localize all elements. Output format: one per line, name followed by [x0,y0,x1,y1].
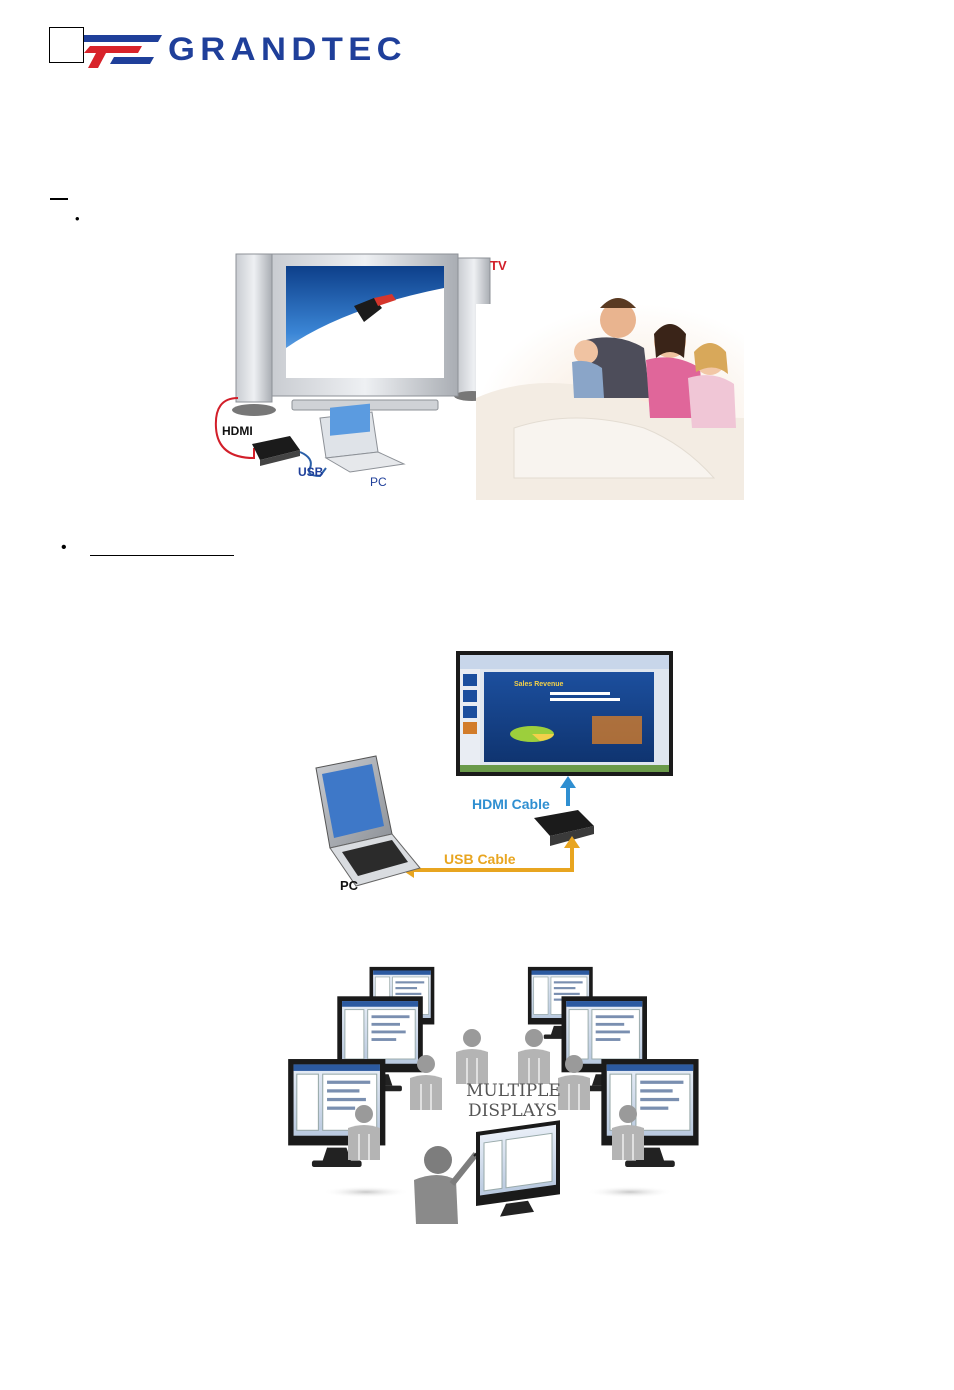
multiple-displays-figure: MULTIPLE DISPLAYS [287,966,700,1224]
tv-connection-figure: TV HDMI USB PC [214,253,744,500]
underline-rule [90,555,234,556]
pc-label: PC [370,475,387,489]
tv-label: TV [490,258,507,273]
bullet-point: • [61,539,67,556]
hdmi-cable-label: HDMI Cable [472,796,550,812]
grandtec-logo-icon [84,35,162,68]
section-marker [50,198,68,200]
slide-title: Sales Revenue [514,681,564,688]
usb-label: USB [298,465,324,479]
page-number-box [49,27,84,63]
brand-name: GRANDTEC [168,31,408,67]
caption-line-2: DISPLAYS [468,1101,557,1121]
bullet-point: • [75,211,80,226]
usb-cable-label: USB Cable [444,851,516,867]
hdmi-label: HDMI [222,424,253,438]
pc-label: PC [340,878,359,893]
caption-line-1: MULTIPLE [466,1081,561,1101]
hdmi-cable-figure: Sales Revenue HDMI Cable USB Cable PC [315,651,673,893]
